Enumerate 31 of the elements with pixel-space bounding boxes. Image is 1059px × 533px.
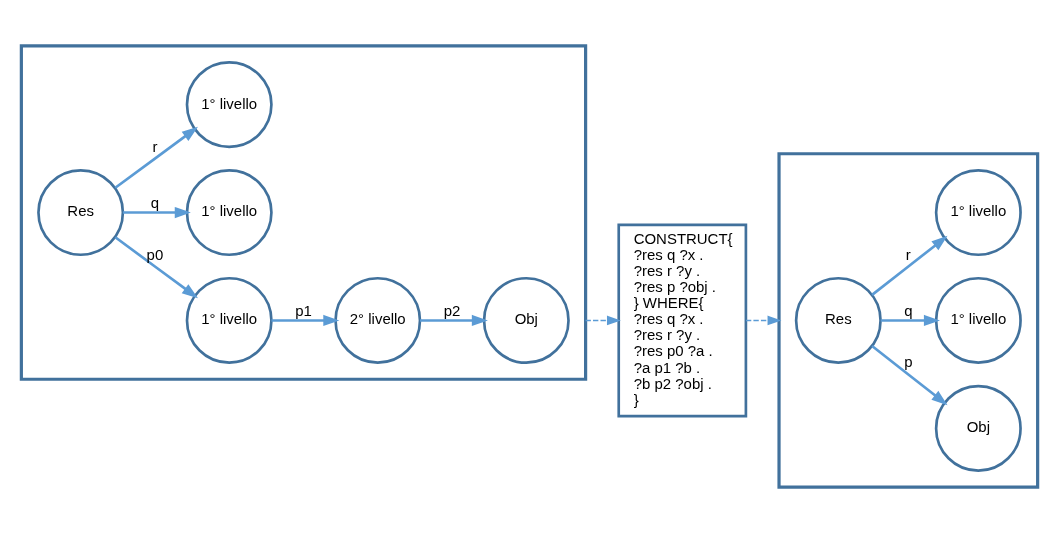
- edge-label: p2: [443, 302, 461, 320]
- cluster: [19, 44, 588, 381]
- arrow: [114, 126, 198, 189]
- node-circle: 2° livello: [334, 276, 422, 364]
- arrow: [584, 315, 621, 326]
- node-circle: Obj: [482, 276, 570, 364]
- edge-label: p1: [295, 302, 312, 320]
- cluster: [777, 152, 1040, 489]
- arrow: [114, 236, 198, 299]
- node-circle: 1° livello: [934, 276, 1022, 364]
- node-circle: Res: [794, 276, 882, 364]
- edge-label: q: [904, 302, 913, 320]
- edge-label: p: [904, 352, 913, 370]
- node-circle: 1° livello: [185, 276, 273, 364]
- edge-label: p0: [146, 245, 164, 263]
- arrow: [871, 235, 948, 296]
- arrow: [871, 345, 948, 406]
- edge-label: q: [150, 194, 160, 212]
- node-circle: Obj: [934, 384, 1022, 472]
- arrow: [745, 315, 782, 326]
- node-circle: Res: [37, 169, 125, 257]
- node-circle: 1° livello: [185, 61, 273, 149]
- node-circle: 1° livello: [185, 169, 273, 257]
- node-box: CONSTRUCT{ ?res q ?x . ?res r ?y . ?res p ?obj . } WHERE{ ?res q ?x . ?res r ?y . ?res p0 ?a . ?a p1 ?b . ?b p2 ?obj . }: [617, 223, 748, 418]
- edge-label: r: [905, 245, 911, 263]
- node-circle: 1° livello: [934, 169, 1022, 257]
- edge-label: r: [152, 137, 158, 155]
- arrow: [122, 206, 191, 219]
- arrow: [271, 314, 340, 327]
- arrow: [880, 314, 940, 327]
- arrow: [420, 314, 488, 327]
